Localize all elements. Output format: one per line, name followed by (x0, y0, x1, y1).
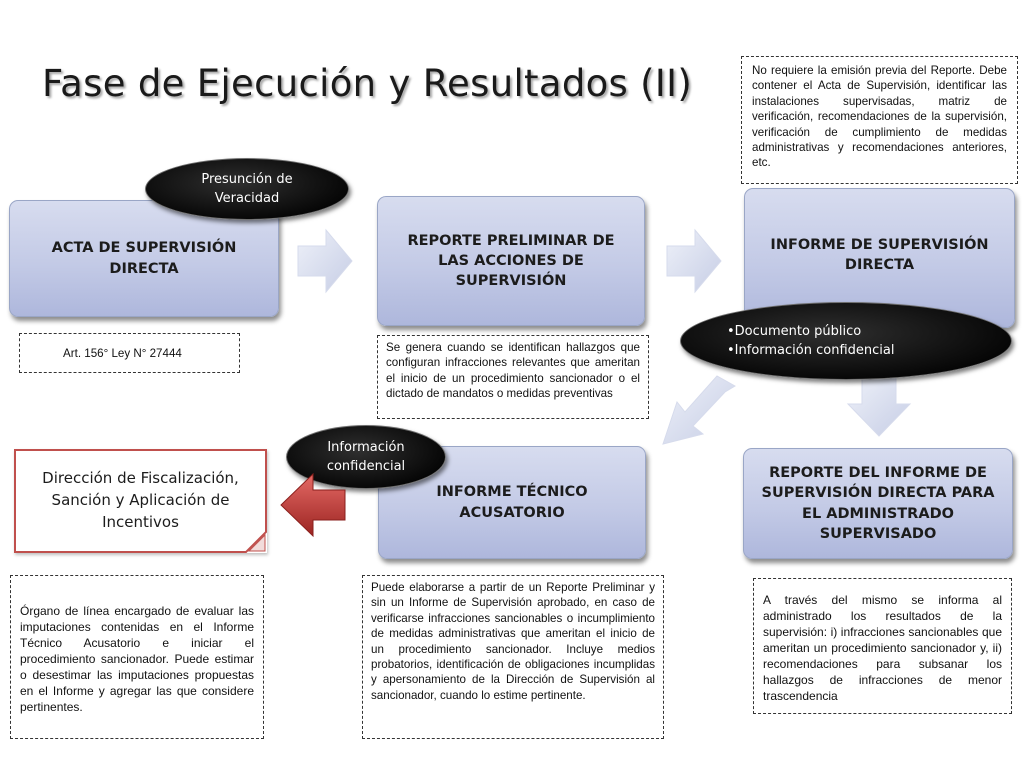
page-title: Fase de Ejecución y Resultados (II) (42, 62, 693, 105)
pill-presuncion-label: Presunción de Veracidad (201, 171, 293, 207)
pill-info-conf-label: Información confidencial (326, 439, 406, 475)
note-informe-requisitos: No requiere la emisión previa del Report… (741, 56, 1018, 184)
pill-documento-item: •Documento público (727, 323, 862, 339)
box-informe-supervision-label: INFORME DE SUPERVISIÓN DIRECTA (770, 237, 989, 274)
pill-documento-publico: •Documento público •Información confiden… (680, 302, 1012, 380)
box-reporte-informe: REPORTE DEL INFORME DE SUPERVISIÓN DIREC… (743, 448, 1013, 559)
box-reporte-informe-label: REPORTE DEL INFORME DE SUPERVISIÓN DIREC… (761, 464, 995, 542)
box-reporte-preliminar: REPORTE PRELIMINAR DE LAS ACCIONES DE SU… (377, 196, 645, 326)
arrow-right-1-icon (297, 228, 353, 294)
box-acta-label: ACTA DE SUPERVISIÓN DIRECTA (51, 240, 237, 277)
note-reporte-informe: A través del mismo se informa al adminis… (753, 578, 1012, 714)
box-informe-tecnico-label: INFORME TÉCNICO ACUSATORIO (436, 484, 588, 521)
arrow-left-red-icon (280, 472, 346, 538)
note-articulo-ley: Art. 156° Ley N° 27444 (19, 333, 240, 373)
note-organo-linea: Órgano de línea encargado de evaluar las… (10, 575, 264, 739)
pill-presuncion-veracidad: Presunción de Veracidad (145, 158, 349, 220)
pill-informacion-confidencial: Información confidencial (286, 425, 446, 489)
arrow-down-icon (846, 377, 912, 437)
note-reporte-preliminar: Se genera cuando se identifican hallazgo… (377, 335, 649, 419)
pill-informacion-item: •Información confidencial (727, 343, 895, 358)
box-reporte-preliminar-label: REPORTE PRELIMINAR DE LAS ACCIONES DE SU… (407, 232, 615, 290)
arrow-right-2-icon (666, 228, 722, 294)
pill-documento-list: •Documento público •Información confiden… (727, 322, 894, 361)
page-fold-icon (245, 531, 267, 553)
box-direccion-label: Dirección de Fiscalización, Sanción y Ap… (42, 469, 239, 531)
note-informe-tecnico: Puede elaborarse a partir de un Reporte … (362, 575, 664, 739)
arrow-diagonal-icon (662, 375, 736, 445)
box-direccion-fiscalizacion: Dirección de Fiscalización, Sanción y Ap… (14, 449, 267, 553)
